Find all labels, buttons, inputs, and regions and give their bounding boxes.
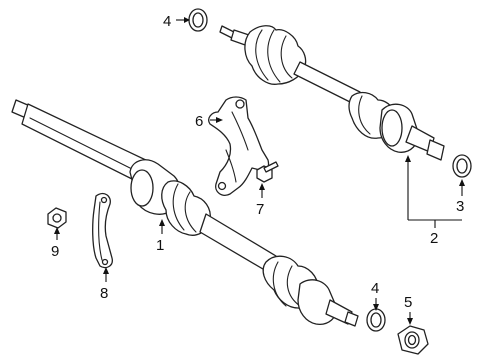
callout-4-top: 4 [163,13,171,30]
lower-half-shaft [11,99,359,327]
callout-8: 8 [100,285,108,302]
washer-part-4-bottom [366,308,386,332]
callout-3: 3 [456,198,464,215]
washer-part-3 [452,154,472,178]
hub-nut-part-5 [397,325,429,355]
callout-9: 9 [51,243,59,260]
bracket-part-6 [208,96,270,196]
upper-half-shaft [219,25,445,161]
callout-2: 2 [430,230,438,247]
bolt-part-7 [256,161,279,183]
callout-5: 5 [404,294,412,311]
washer-part-4-top [188,8,208,32]
leader-lines [54,17,465,325]
nut-part-9 [47,207,67,229]
callout-4-bottom: 4 [371,280,379,297]
callout-6: 6 [195,113,203,130]
callout-1: 1 [156,237,164,254]
callout-7: 7 [256,201,264,218]
clamp-part-8 [92,192,113,269]
